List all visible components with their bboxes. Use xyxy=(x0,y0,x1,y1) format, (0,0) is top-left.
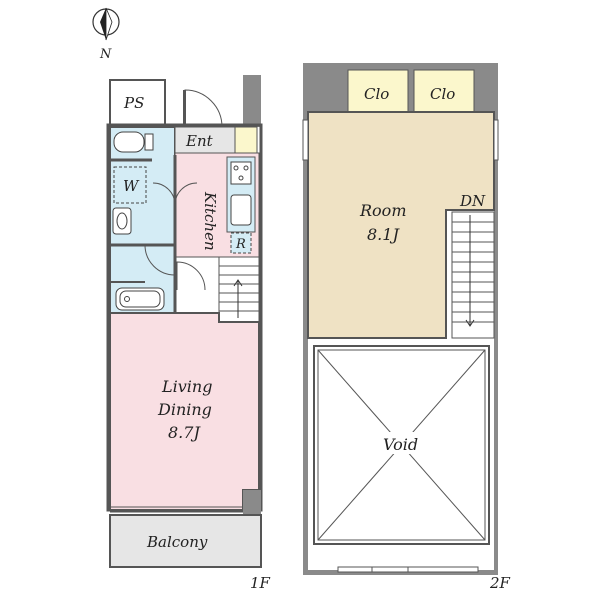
stairs-down-arrow-head xyxy=(465,319,475,327)
bathtub-icon xyxy=(115,287,165,311)
stove-burner-2 xyxy=(243,165,249,171)
void-label: Void xyxy=(383,435,418,454)
bathtub-drain xyxy=(124,296,130,302)
toilet-tank xyxy=(144,133,154,151)
stove-icon xyxy=(230,161,252,185)
stairs-down-treads xyxy=(452,221,494,323)
bath-door-swing xyxy=(144,244,176,276)
entrance-door-swing xyxy=(184,89,223,128)
stairs-down xyxy=(451,211,495,339)
shoe-cabinet xyxy=(234,126,258,154)
compass-needle-light xyxy=(105,7,113,41)
void-inner xyxy=(317,349,486,541)
floor-1f-label: 1F xyxy=(250,574,271,592)
living-window xyxy=(110,506,243,513)
side-windows xyxy=(302,119,499,161)
stove-burner-3 xyxy=(238,175,244,181)
room-balcony xyxy=(109,514,262,568)
room-entrance xyxy=(174,126,236,154)
closet-left-label: Clo xyxy=(364,85,389,103)
kitchen-door-swing xyxy=(174,182,198,206)
compass: N xyxy=(92,7,120,62)
stairs-up-arrow-head xyxy=(233,279,243,287)
void-label-bg xyxy=(378,432,422,454)
stove-burner-1 xyxy=(233,165,239,171)
closet-left xyxy=(347,69,409,113)
compass-north-label: N xyxy=(99,47,112,62)
stairs-up-treads xyxy=(219,265,259,312)
wall-1f-right-column xyxy=(243,75,261,127)
room-bedroom xyxy=(307,111,495,339)
floor-1f-plan: PS W Ent xyxy=(106,75,271,592)
washbasin-bowl xyxy=(116,212,128,230)
floor-2f-plan: Clo Clo Room 8.1J xyxy=(302,63,511,592)
closet-right-label: Clo xyxy=(430,85,455,103)
room-label: Room xyxy=(359,201,406,220)
room-ps-label: PS xyxy=(123,94,144,112)
compass-needle-icon xyxy=(100,8,106,40)
kitchen-sink-icon xyxy=(230,194,252,226)
floor-2f-label: 2F xyxy=(489,574,511,592)
balcony-label: Balcony xyxy=(146,533,208,551)
stairs-up xyxy=(218,256,260,323)
entrance-door-leaf xyxy=(183,90,186,127)
stairs-down-label: DN xyxy=(459,192,486,210)
void-window xyxy=(337,566,479,573)
fridge-space xyxy=(230,232,252,254)
living-label-line2: Dining xyxy=(157,400,212,419)
fridge-label: R xyxy=(235,237,246,252)
toilet-icon xyxy=(113,131,145,153)
room-kitchen-label: Kitchen xyxy=(201,191,219,251)
living-door-swing xyxy=(176,261,206,291)
dn-label-bg xyxy=(456,191,492,209)
washer-label: W xyxy=(123,177,140,195)
room-area-label: 8.1J xyxy=(367,225,400,244)
living-label-line1: Living xyxy=(161,377,212,396)
bathtub-inner xyxy=(119,290,161,308)
washbasin-icon xyxy=(112,207,132,235)
room-entrance-label: Ent xyxy=(185,132,214,150)
living-area-label: 8.7J xyxy=(168,423,201,442)
washer-space xyxy=(113,166,147,204)
